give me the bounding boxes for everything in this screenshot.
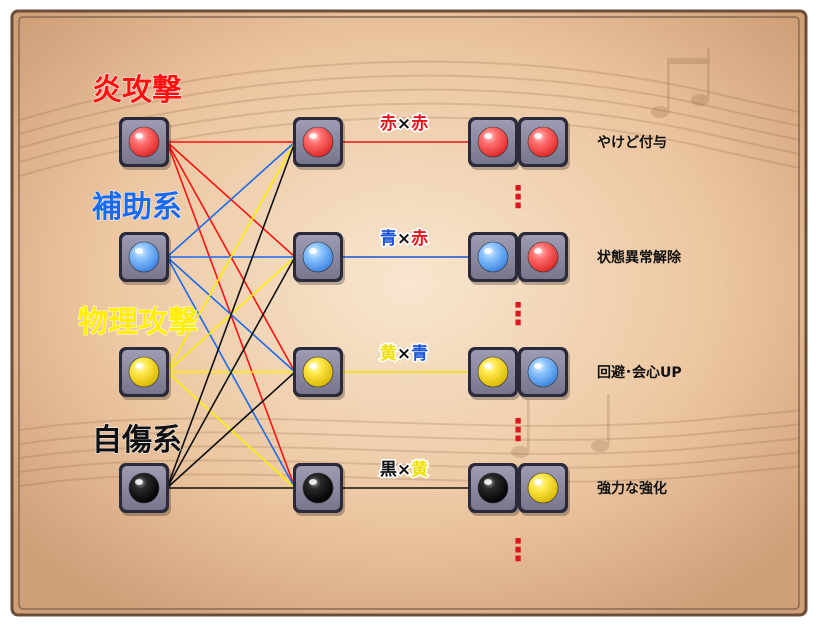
combo-orb-box-a-2 xyxy=(468,347,520,400)
parchment-inner-border xyxy=(18,16,800,610)
orb-red xyxy=(527,126,559,158)
combo-orb-box-a-0 xyxy=(468,117,520,170)
combo-orb-box-b-0 xyxy=(518,117,570,170)
combo-orb-box-b-2 xyxy=(518,347,570,400)
connection-line-black-to-blue xyxy=(166,256,296,489)
orb-blue xyxy=(477,241,509,273)
orb-red xyxy=(477,126,509,158)
left-orb-box-yellow xyxy=(119,347,171,400)
effect-label-1: 状態異常解除 xyxy=(597,249,682,266)
effect-label-2: 回避･会心UP xyxy=(597,364,682,381)
orb-red xyxy=(527,241,559,273)
category-label-yellow: 物理攻撃 xyxy=(78,305,198,340)
continuation-marker-0: ⋮ xyxy=(503,180,533,215)
left-orb-box-black xyxy=(119,463,171,516)
connection-line-black-to-yellow xyxy=(166,371,296,489)
connection-line-yellow-to-red xyxy=(166,141,296,373)
combo-label-3: 黒×黄 xyxy=(380,459,428,480)
left-orb-box-red xyxy=(119,117,171,170)
middle-orb-box-yellow xyxy=(293,347,345,400)
orb-blue xyxy=(527,356,559,388)
orb-red xyxy=(128,126,160,158)
combo-label-2: 黄×青 xyxy=(380,343,428,364)
orb-yellow xyxy=(527,472,559,504)
effect-label-0: やけど付与 xyxy=(597,134,667,151)
middle-orb-box-red xyxy=(293,117,345,170)
combo-orb-box-b-3 xyxy=(518,463,570,516)
orb-black xyxy=(128,472,160,504)
orb-yellow xyxy=(302,356,334,388)
combo-orb-box-a-1 xyxy=(468,232,520,285)
continuation-marker-3: ⋮ xyxy=(503,533,533,568)
music-note-decoration xyxy=(511,48,710,458)
continuation-marker-2: ⋮ xyxy=(503,413,533,448)
continuation-marker-1: ⋮ xyxy=(503,297,533,332)
orb-yellow xyxy=(477,356,509,388)
orb-red xyxy=(302,126,334,158)
combo-label-0: 赤×赤 xyxy=(380,113,428,134)
category-label-blue: 補助系 xyxy=(91,190,182,225)
left-orb-box-blue xyxy=(119,232,171,285)
combo-orb-box-b-1 xyxy=(518,232,570,285)
connection-line-black-to-red xyxy=(166,141,296,489)
category-label-red: 炎攻撃 xyxy=(92,73,182,108)
orb-yellow xyxy=(128,356,160,388)
effect-label-3: 強力な強化 xyxy=(597,480,667,497)
combo-orb-box-a-3 xyxy=(468,463,520,516)
orb-blue xyxy=(128,241,160,273)
parchment-panel xyxy=(10,9,808,617)
orb-black xyxy=(477,472,509,504)
orb-black xyxy=(302,472,334,504)
orb-blue xyxy=(302,241,334,273)
middle-orb-box-black xyxy=(293,463,345,516)
connection-line-blue-to-red xyxy=(166,141,296,258)
category-label-black: 自傷系 xyxy=(92,423,182,458)
middle-orb-box-blue xyxy=(293,232,345,285)
combo-label-1: 青×赤 xyxy=(380,228,428,249)
